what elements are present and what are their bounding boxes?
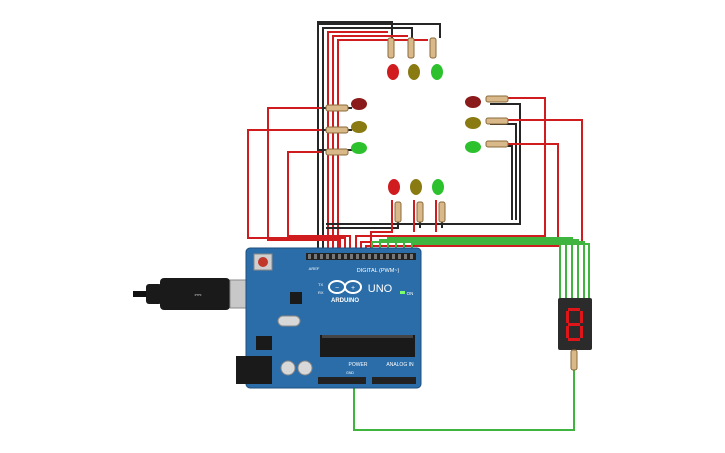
analog-label: ANALOG IN [386,362,414,368]
wire-north-red-2 [332,35,408,255]
header-pin[interactable] [368,254,371,259]
wire-east-red [355,97,546,255]
led-red[interactable] [388,179,400,195]
wire-north-red [327,31,388,255]
power-label: POWER [349,362,368,368]
analog-header [372,377,416,384]
svg-text:⎓: ⎓ [194,290,201,300]
led-yellow[interactable] [410,179,422,195]
seven-segment-display[interactable]: 8 [558,0,601,371]
usb-chip [290,292,302,304]
arduino-board[interactable]: DIGITAL (PWM~) AREF − + ARDUINO UNO ON T… [236,247,422,389]
resistor [325,126,349,134]
header-pin[interactable] [314,254,317,259]
resistor [325,148,349,156]
wire-west-red-3 [287,151,351,255]
led-green[interactable] [432,179,444,195]
wire-display-green-4 [395,239,579,300]
voltage-regulator [256,336,272,350]
resistor [407,37,415,59]
wire-south-black [326,222,399,229]
header-pin[interactable] [398,254,401,259]
header-pin[interactable] [392,254,395,259]
header-pin[interactable] [362,254,365,259]
wire-display-green-5 [403,241,585,300]
resistor [394,201,402,223]
header-pin[interactable] [404,254,407,259]
header-pin[interactable] [374,254,377,259]
resistor [438,201,446,223]
wire-display-green-6 [411,243,590,300]
resistor [325,104,349,112]
on-label: ON [407,291,414,296]
header-pin[interactable] [410,254,413,259]
wire-east-black [326,103,521,225]
led-yellow[interactable] [408,64,420,80]
gnd-label: GND [346,371,354,375]
wire-north-black-2 [322,27,413,255]
traffic-light-south [388,179,446,223]
wire-north-black-3 [318,23,441,38]
led-yellow[interactable] [351,121,367,133]
header-pin[interactable] [344,254,347,259]
header-pin[interactable] [350,254,353,259]
digital-header-label: DIGITAL (PWM~) [357,268,400,274]
wire-west-red [267,107,341,255]
header-pin[interactable] [332,254,335,259]
resistor [416,201,424,223]
led-red[interactable] [387,64,399,80]
wire-display-gnd [353,370,575,431]
wire-display-green-3 [387,237,573,300]
wires [247,21,590,431]
crystal [277,315,301,327]
arduino-logo: − + [328,280,362,294]
aref-label: AREF [309,266,320,271]
tx-label: TX [318,282,323,287]
usb-cable-icon: ⎓ [133,278,265,310]
traffic-light-west [325,98,367,156]
led-yellow[interactable] [465,117,481,129]
brand-label: ARDUINO [331,298,359,304]
header-pin[interactable] [386,254,389,259]
header-pin[interactable] [356,254,359,259]
wire-west-red-2 [247,129,346,255]
wire-north-red-3 [337,39,428,255]
power-led [400,291,405,294]
capacitor [297,360,313,376]
resistor [387,37,395,59]
traffic-light-east [465,95,509,153]
capacitor [280,360,296,376]
led-green[interactable] [465,141,481,153]
digital-header [306,253,416,260]
atmega-chip [320,335,415,357]
rx-label: RX [318,290,324,295]
resistor [570,349,578,371]
header-pin[interactable] [320,254,323,259]
dc-power-jack-icon [236,356,272,384]
wire-east-black-3 [490,145,513,220]
model-label: UNO [368,283,393,295]
led-green[interactable] [431,64,443,80]
header-pin[interactable] [326,254,329,259]
led-red[interactable] [351,98,367,110]
header-pin[interactable] [380,254,383,259]
svg-text:+: + [351,285,355,292]
wire-north-black [317,21,393,255]
resistor [485,140,509,148]
header-pin[interactable] [308,254,311,259]
traffic-light-north [387,37,443,80]
resistor [485,117,509,125]
header-pin[interactable] [338,254,341,259]
display-segments [566,308,583,341]
svg-text:−: − [335,285,339,292]
resistor [429,37,437,59]
led-red[interactable] [465,96,481,108]
power-header [318,377,366,384]
resistor [485,95,509,103]
led-green[interactable] [351,142,367,154]
